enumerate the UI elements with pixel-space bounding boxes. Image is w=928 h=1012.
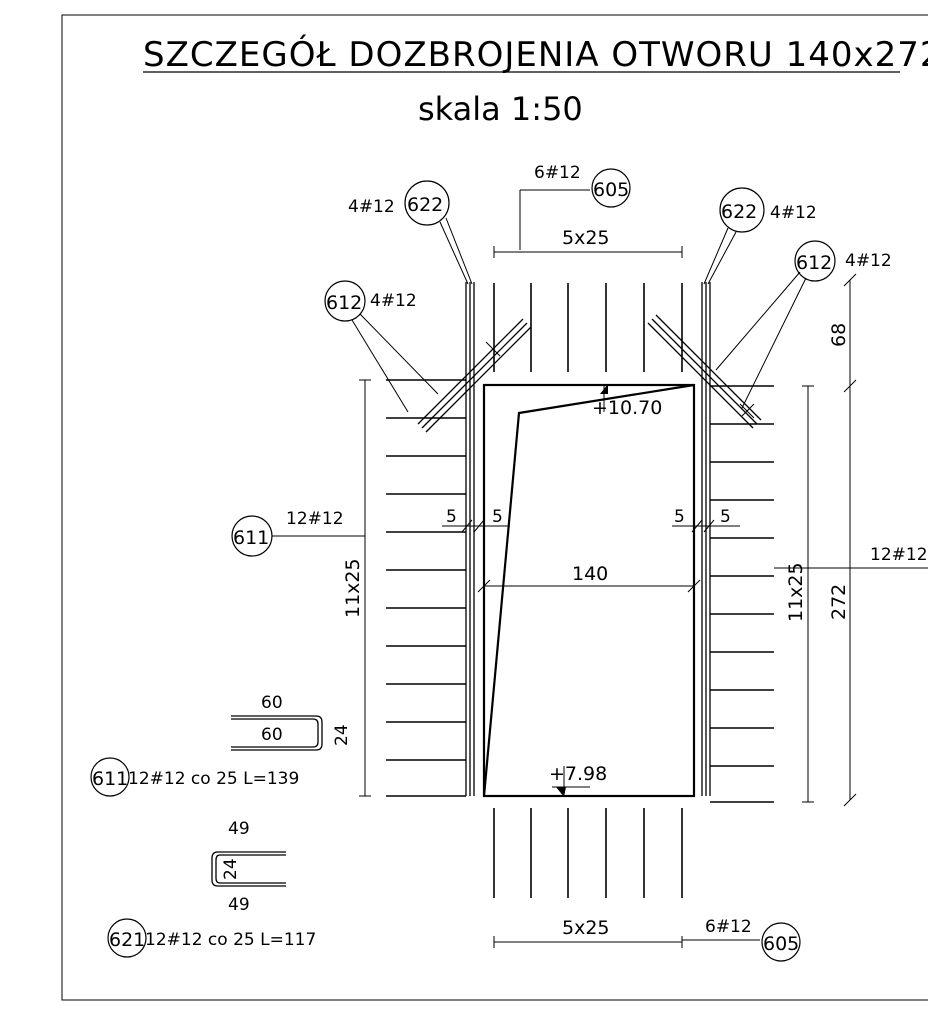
bar621-mark: 621: [109, 929, 145, 951]
callout-left-622: 4#12 622: [348, 180, 473, 285]
left-bars-611: [386, 379, 466, 797]
dim-272: 272: [828, 386, 857, 807]
bar621-top: 49: [228, 819, 250, 839]
top-count-label: 6#12: [534, 163, 581, 183]
opening-outline: [482, 383, 696, 798]
dim-left-11x25: 11x25: [342, 379, 371, 797]
width-140-label: 140: [572, 563, 608, 585]
top-mark-label: 605: [593, 179, 629, 201]
bar621-desc: 12#12 co 25 L=117: [145, 930, 316, 950]
callout-right-612: 612 4#12: [715, 240, 892, 409]
mark-circle-bottom-605: [761, 922, 801, 962]
callout-right-622: 622 4#12: [703, 187, 817, 285]
callout-right-12x12: 12#12: [774, 545, 928, 569]
dim-68-label: 68: [828, 323, 850, 347]
right-bars-611: [710, 385, 774, 803]
opening-diagonal: [482, 383, 695, 797]
mark-circle-bar611: [90, 757, 130, 797]
mark-circle-left-612: [324, 280, 366, 322]
bar611-mark: 611: [92, 768, 128, 790]
mark-circle-left-622: [404, 180, 450, 226]
left-diagonal-bars-612: [417, 318, 532, 433]
bar621-leg: 24: [221, 858, 241, 880]
cover-left-2: 5: [492, 507, 503, 527]
level-top-text: +10.70: [592, 397, 662, 419]
bottom-bars-605: [493, 808, 683, 898]
right-622-mark: 622: [721, 201, 757, 223]
right-622-count: 4#12: [770, 203, 817, 223]
dim-right-11x25: 11x25: [785, 385, 814, 803]
schedule-611: 60 60 24 611 12#12 co 25 L=139: [90, 693, 352, 797]
callout-bottom-605: 5x25 6#12 605: [493, 917, 801, 962]
right-612-mark: 612: [796, 252, 832, 274]
mark-circle-right-612: [794, 240, 836, 282]
cover-right-1: 5: [674, 507, 685, 527]
drawing-title: SZCZEGÓŁ DOZBROJENIA OTWORU 140x272cm: [143, 34, 928, 75]
right-diagonal-bars-612: [647, 314, 762, 429]
schedule-621: 49 24 49 621 12#12 co 25 L=117: [107, 819, 316, 958]
top-spacing-label: 5x25: [562, 227, 610, 249]
drawing-frame: [61, 14, 928, 1001]
bar611-inner: 60: [261, 725, 283, 745]
left-611-count: 12#12: [286, 509, 344, 529]
right-612-count: 4#12: [845, 251, 892, 271]
bar611-top: 60: [261, 693, 283, 713]
level-bottom-text: +7.98: [549, 763, 607, 785]
left-612-count: 4#12: [370, 291, 417, 311]
level-mark-top: +10.70: [592, 384, 662, 419]
left-bars-622: [465, 282, 475, 796]
right-count-label: 12#12: [870, 545, 928, 565]
bar621-bottom: 49: [228, 895, 250, 915]
mark-circle-top-605: [591, 168, 631, 208]
bar611-leg: 24: [332, 724, 352, 746]
cover-dims-right: 5 5: [672, 507, 740, 533]
mark-circle-right-622: [719, 187, 765, 233]
left-622-mark: 622: [407, 194, 443, 216]
cover-dims-left: 5 5: [442, 507, 510, 533]
callout-left-611: 611 12#12: [231, 509, 365, 557]
left-612-mark: 612: [326, 292, 362, 314]
left-622-count: 4#12: [348, 197, 395, 217]
dim-272-label: 272: [828, 584, 850, 620]
callout-top-605: 6#12 605 5x25: [493, 163, 683, 258]
right-spacing-label: 11x25: [785, 562, 807, 622]
bottom-spacing-label: 5x25: [562, 917, 610, 939]
dim-68: 68: [828, 273, 857, 393]
bar611-desc: 12#12 co 25 L=139: [128, 769, 299, 789]
cover-right-2: 5: [720, 507, 731, 527]
drawing-scale: skala 1:50: [418, 90, 583, 128]
left-611-mark: 611: [233, 527, 269, 549]
level-mark-bottom: +7.98: [549, 763, 607, 797]
callout-left-612: 612 4#12: [324, 280, 439, 413]
bottom-mark-label: 605: [763, 933, 799, 955]
left-spacing-label: 11x25: [342, 558, 364, 618]
cover-left-1: 5: [446, 507, 457, 527]
mark-circle-bar621: [107, 918, 147, 958]
dim-width-140: 140: [477, 563, 701, 593]
bottom-count-label: 6#12: [705, 917, 752, 937]
right-bars-622: [701, 282, 711, 796]
